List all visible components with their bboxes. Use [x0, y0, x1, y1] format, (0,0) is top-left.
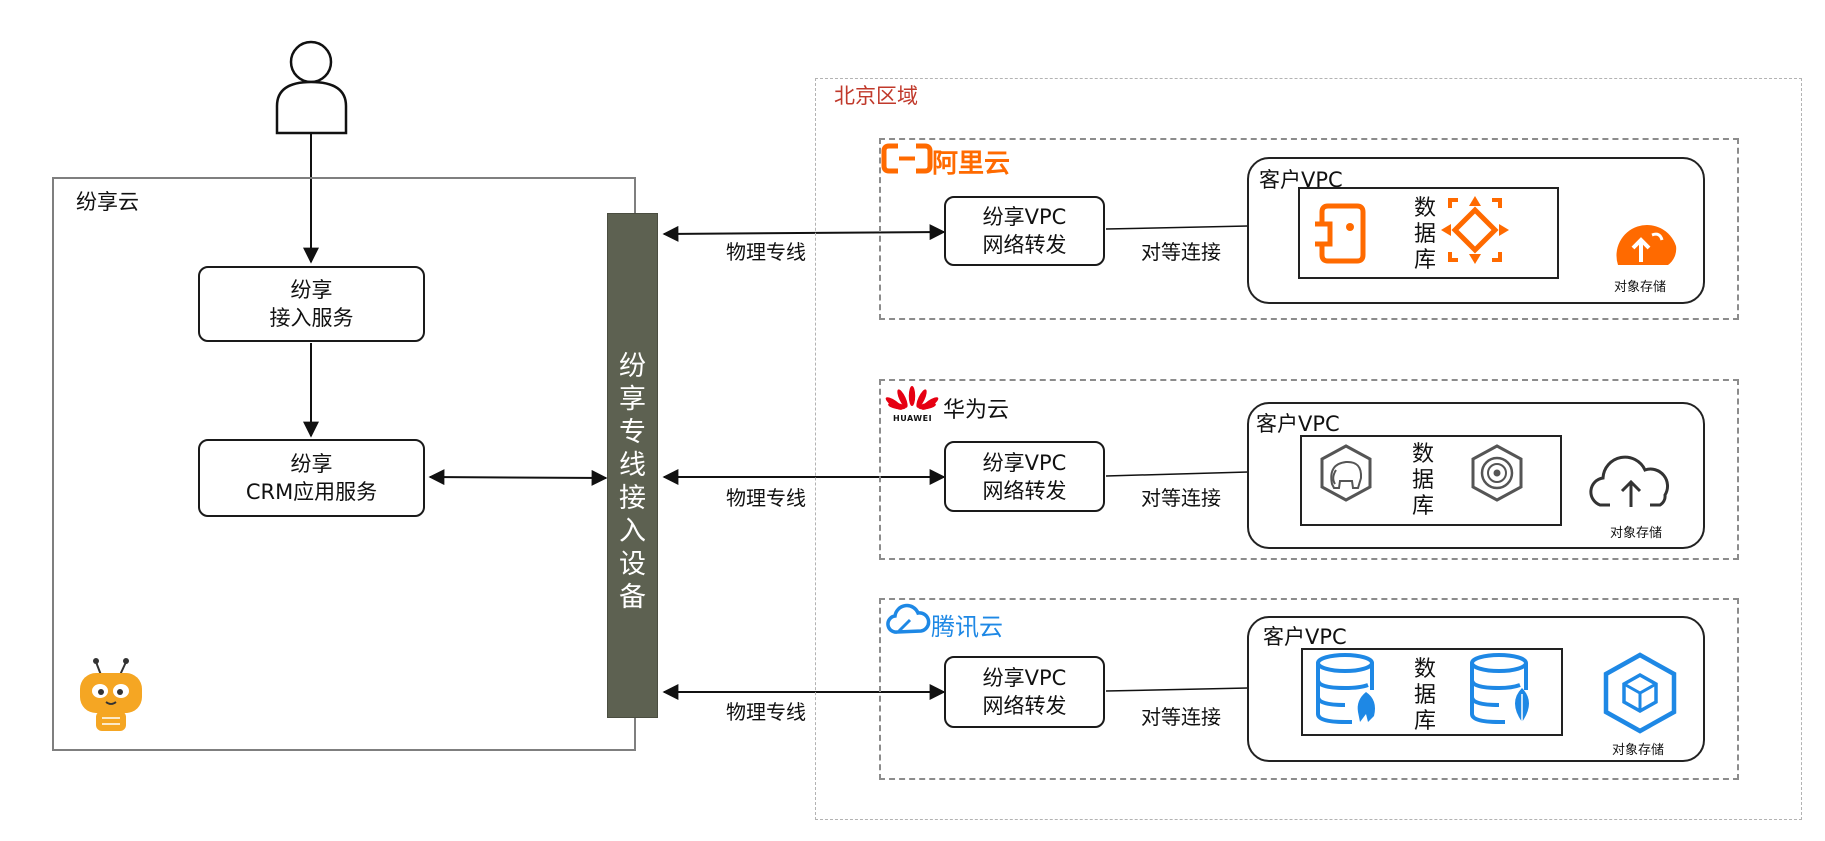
- tencent-physical-line-label: 物理专线: [726, 700, 806, 724]
- tencent-forwarder-node[interactable]: 纷享VPC 网络转发: [944, 656, 1105, 728]
- huawei-forwarder-line-2: 网络转发: [982, 478, 1067, 503]
- crm-to-device-arrow: [428, 469, 608, 486]
- tencent-storage-label: 对象存储: [1612, 743, 1665, 758]
- beijing-region-title: 北京区域: [834, 84, 918, 108]
- tencent-forwarder-line-1: 纷享VPC: [982, 666, 1067, 690]
- beijing-region-frame: [815, 78, 1802, 820]
- aliyun-peering-label: 对等连接: [1141, 240, 1221, 264]
- peering-line-tencent: [1105, 687, 1249, 692]
- fenxiang-cloud-title: 纷享云: [76, 190, 139, 214]
- huawei-forwarder-node[interactable]: 纷享VPC 网络转发: [944, 441, 1105, 512]
- access-service-line-1: 纷享: [290, 278, 333, 302]
- huawei-forwarder-line-1: 纷享VPC: [982, 450, 1067, 475]
- huawei-name: 华为云: [943, 398, 1010, 423]
- aliyun-forwarder-line-2: 网络转发: [982, 233, 1067, 257]
- aliyun-name: 阿里云: [932, 149, 1011, 179]
- crm-service-line-1: 纷享: [290, 452, 333, 476]
- aliyun-db-label: 数据库: [1413, 196, 1436, 273]
- peering-line-aliyun: [1105, 225, 1249, 230]
- huawei-vpc-title: 客户VPC: [1256, 412, 1340, 436]
- huawei-frame: [879, 379, 1739, 560]
- huawei-db-label: 数据库: [1411, 442, 1434, 519]
- tencent-frame: [879, 598, 1739, 780]
- aliyun-physical-line-label: 物理专线: [726, 240, 806, 264]
- tencent-forwarder-line-2: 网络转发: [982, 694, 1067, 718]
- aliyun-db-frame: [1298, 187, 1559, 279]
- line-access-device[interactable]: 纷享专线接入设备: [607, 213, 658, 718]
- access-service-line-2: 接入服务: [269, 306, 354, 330]
- line-access-device-label: 纷享专线接入设备: [619, 351, 646, 613]
- tencent-vpc-title: 客户VPC: [1263, 625, 1347, 649]
- tencent-peering-label: 对等连接: [1141, 705, 1221, 729]
- peering-line-huawei: [1105, 471, 1249, 477]
- aliyun-forwarder-line-1: 纷享VPC: [982, 205, 1067, 229]
- aliyun-forwarder-node[interactable]: 纷享VPC 网络转发: [944, 196, 1105, 266]
- aliyun-frame: [879, 138, 1739, 320]
- access-service-node[interactable]: 纷享 接入服务: [198, 266, 425, 342]
- crm-service-node[interactable]: 纷享 CRM应用服务: [198, 439, 425, 517]
- tencent-db-label: 数据库: [1413, 657, 1436, 734]
- huawei-logo-caption: HUAWEI: [893, 414, 933, 423]
- huawei-storage-label: 对象存储: [1610, 526, 1663, 541]
- crm-service-line-2: CRM应用服务: [245, 480, 378, 504]
- aliyun-storage-label: 对象存储: [1614, 280, 1667, 295]
- tencent-name: 腾讯云: [931, 613, 1003, 641]
- huawei-physical-line-label: 物理专线: [726, 486, 806, 510]
- huawei-peering-label: 对等连接: [1141, 486, 1221, 510]
- physical-line-aliyun: [662, 224, 946, 242]
